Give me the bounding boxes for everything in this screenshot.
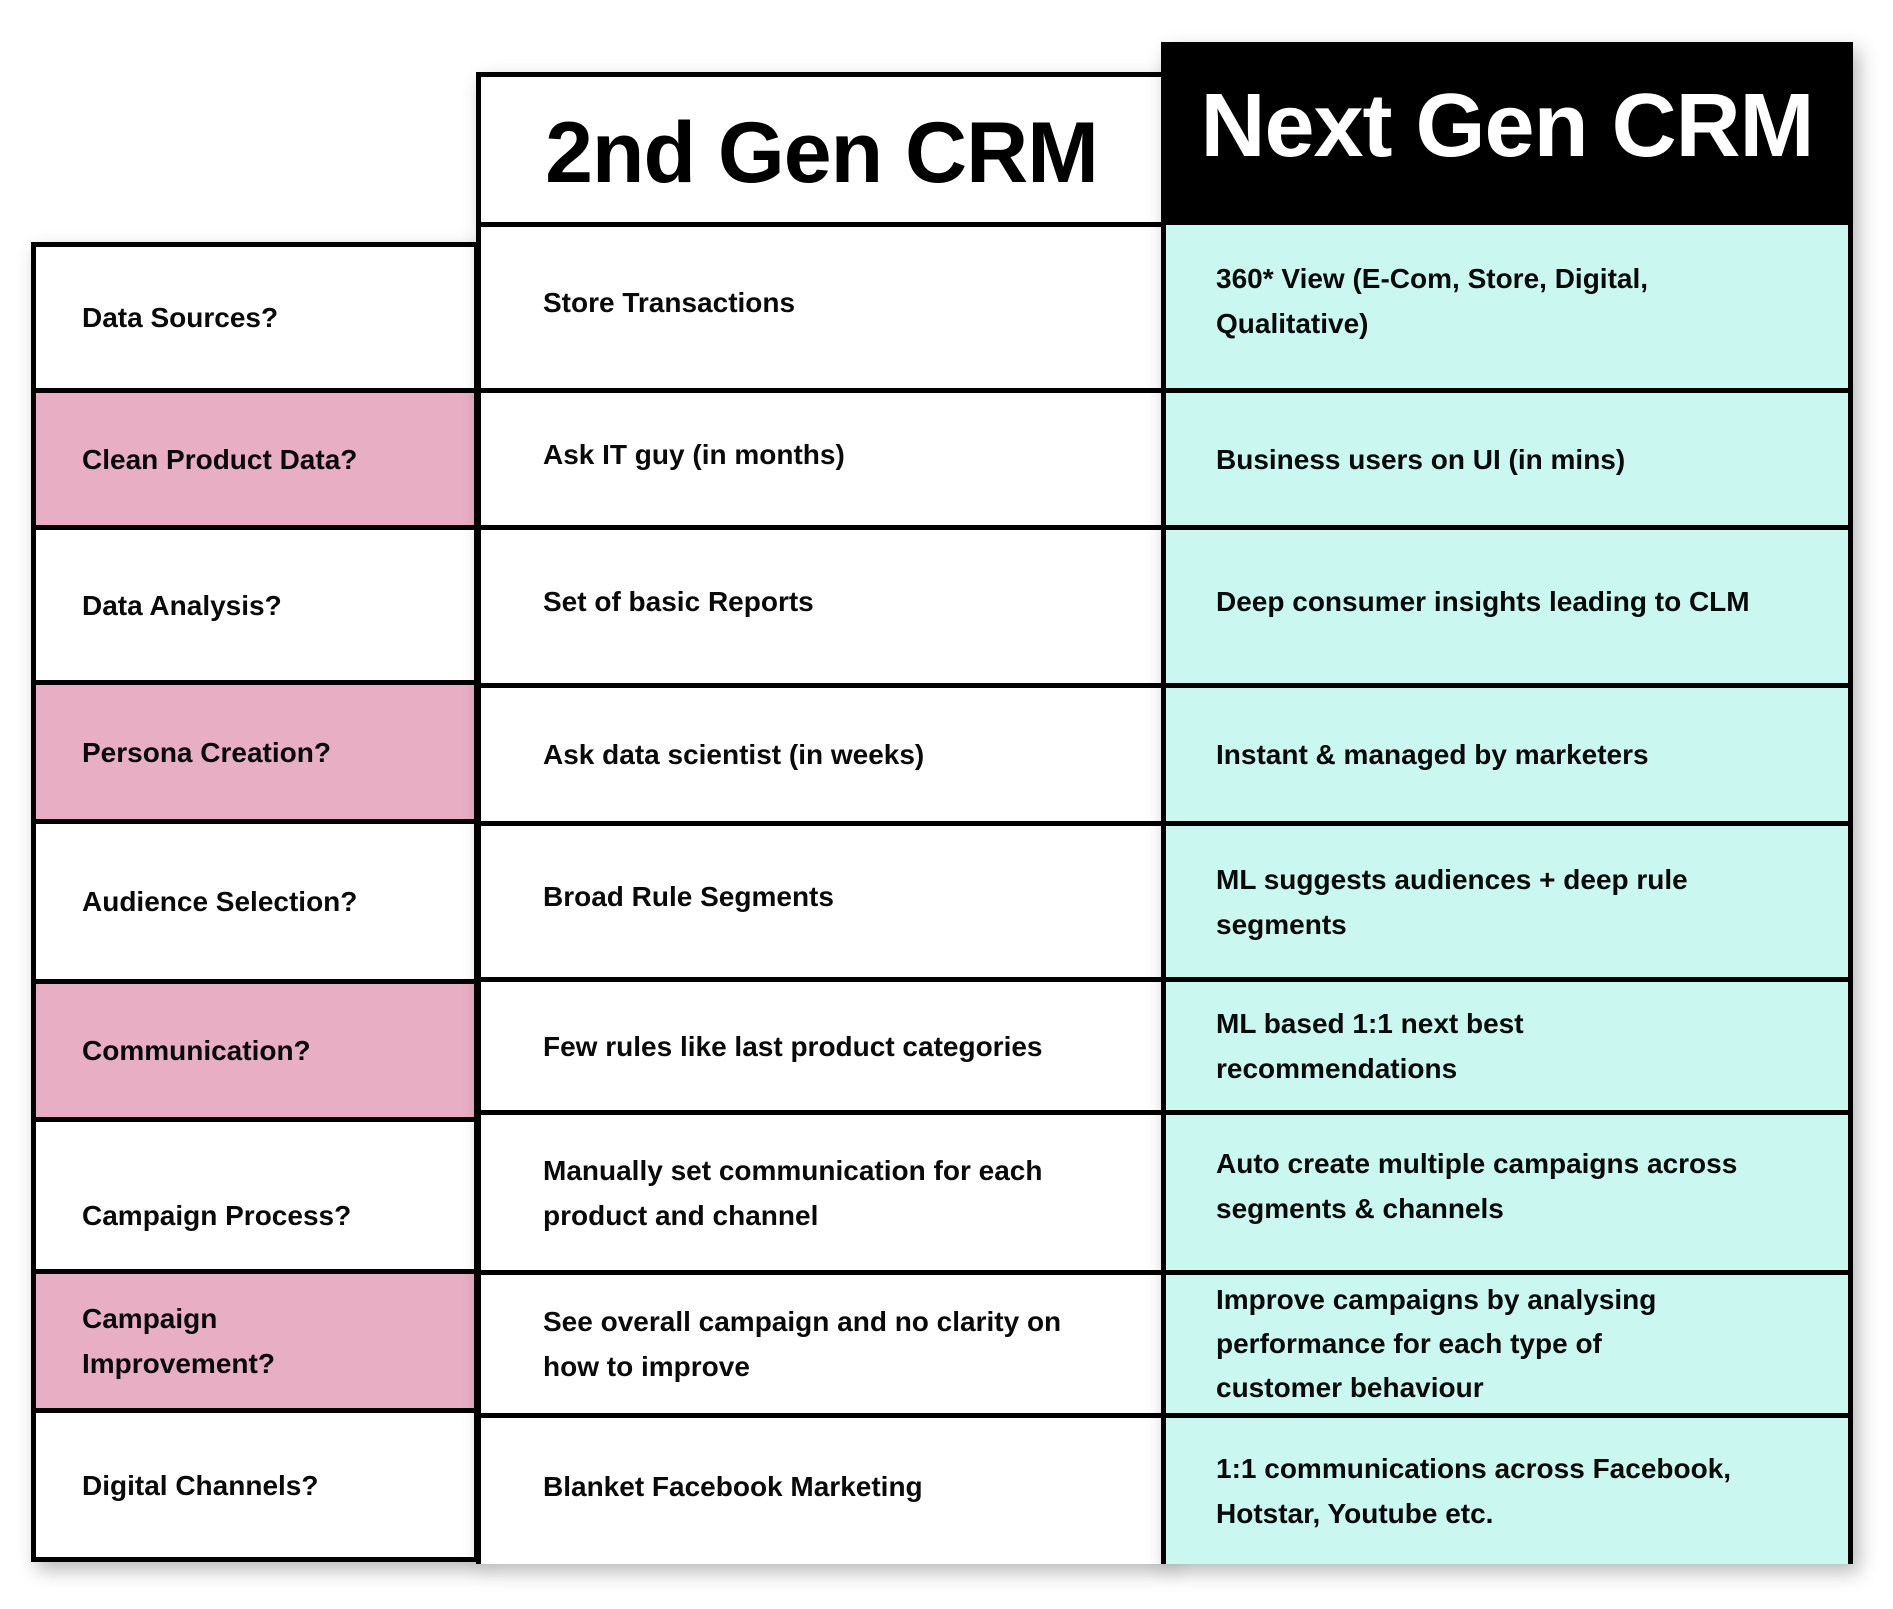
cell-text: Store Transactions xyxy=(543,287,796,318)
cell-text: Set of basic Reports xyxy=(543,586,814,617)
cell-text: Business users on UI (in mins) xyxy=(1216,443,1626,475)
criteria-row-communication: Communication? xyxy=(36,984,474,1122)
cell-text: 360* View (E-Com, Store, Digital, Qualit… xyxy=(1216,262,1649,339)
criteria-row-persona-creation: Persona Creation? xyxy=(36,685,474,824)
next-gen-header: Next Gen CRM xyxy=(1166,47,1848,225)
second-gen-cell: Ask IT guy (in months) xyxy=(481,393,1162,530)
next-gen-cell: Improve campaigns by analysing performan… xyxy=(1166,1275,1848,1418)
second-gen-crm-column: 2nd Gen CRM Store Transactions Ask IT gu… xyxy=(476,72,1167,1564)
second-gen-cell: Ask data scientist (in weeks) xyxy=(481,688,1162,826)
second-gen-cell: Few rules like last product categories xyxy=(481,982,1162,1115)
cell-text: Ask data scientist (in weeks) xyxy=(543,739,925,770)
cell-text: Few rules like last product categories xyxy=(543,1030,1043,1062)
criteria-row-digital-channels: Digital Channels? xyxy=(36,1413,474,1557)
cell-text: Auto create multiple campaigns across se… xyxy=(1216,1147,1738,1224)
cell-text: See overall campaign and no clarity on h… xyxy=(543,1306,1062,1382)
next-gen-cell: 1:1 communications across Facebook, Hots… xyxy=(1166,1418,1848,1564)
criteria-row-campaign-process: Campaign Process? xyxy=(36,1122,474,1274)
next-gen-cell: ML suggests audiences + deep rule segmen… xyxy=(1166,826,1848,982)
second-gen-cell: Broad Rule Segments xyxy=(481,826,1162,982)
next-gen-cell: ML based 1:1 next best recommendations xyxy=(1166,982,1848,1115)
cell-text: Deep consumer insights leading to CLM xyxy=(1216,586,1750,617)
cell-text: ML suggests audiences + deep rule segmen… xyxy=(1216,863,1688,940)
criteria-row-data-analysis: Data Analysis? xyxy=(36,530,474,685)
next-gen-cell: Business users on UI (in mins) xyxy=(1166,393,1848,530)
next-gen-cell: Deep consumer insights leading to CLM xyxy=(1166,530,1848,688)
criteria-label: Data Analysis? xyxy=(82,589,282,621)
next-gen-title: Next Gen CRM xyxy=(1200,75,1814,176)
next-gen-cell: Auto create multiple campaigns across se… xyxy=(1166,1115,1848,1275)
criteria-row-clean-product-data: Clean Product Data? xyxy=(36,393,474,530)
criteria-column: Data Sources? Clean Product Data? Data A… xyxy=(31,242,479,1562)
criteria-label: Data Sources? xyxy=(82,302,279,333)
criteria-label: Digital Channels? xyxy=(82,1469,319,1501)
criteria-label: Campaign Improvement? xyxy=(82,1303,275,1379)
criteria-row-campaign-improvement: Campaign Improvement? xyxy=(36,1274,474,1413)
next-gen-cell: 360* View (E-Com, Store, Digital, Qualit… xyxy=(1166,225,1848,393)
second-gen-header: 2nd Gen CRM xyxy=(481,77,1162,227)
next-gen-cell: Instant & managed by marketers xyxy=(1166,688,1848,826)
second-gen-cell: See overall campaign and no clarity on h… xyxy=(481,1275,1162,1418)
cell-text: Improve campaigns by analysing performan… xyxy=(1216,1284,1657,1403)
criteria-label: Persona Creation? xyxy=(82,736,331,768)
cell-text: Ask IT guy (in months) xyxy=(543,438,845,470)
cell-text: Broad Rule Segments xyxy=(543,881,834,912)
criteria-row-data-sources: Data Sources? xyxy=(36,247,474,393)
next-gen-crm-column: Next Gen CRM 360* View (E-Com, Store, Di… xyxy=(1161,42,1853,1564)
criteria-label: Audience Selection? xyxy=(82,886,358,917)
second-gen-cell: Store Transactions xyxy=(481,227,1162,393)
second-gen-cell: Set of basic Reports xyxy=(481,530,1162,688)
cell-text: Manually set communication for each prod… xyxy=(543,1154,1043,1231)
second-gen-cell: Blanket Facebook Marketing xyxy=(481,1418,1162,1564)
second-gen-title: 2nd Gen CRM xyxy=(545,105,1099,201)
cell-text: 1:1 communications across Facebook, Hots… xyxy=(1216,1453,1732,1529)
criteria-label: Campaign Process? xyxy=(82,1200,352,1231)
second-gen-cell: Manually set communication for each prod… xyxy=(481,1115,1162,1275)
criteria-label: Communication? xyxy=(82,1035,311,1066)
criteria-row-audience-selection: Audience Selection? xyxy=(36,824,474,984)
cell-text: Blanket Facebook Marketing xyxy=(543,1470,923,1502)
cell-text: ML based 1:1 next best recommendations xyxy=(1216,1008,1524,1084)
cell-text: Instant & managed by marketers xyxy=(1216,739,1649,770)
criteria-label: Clean Product Data? xyxy=(82,443,358,475)
